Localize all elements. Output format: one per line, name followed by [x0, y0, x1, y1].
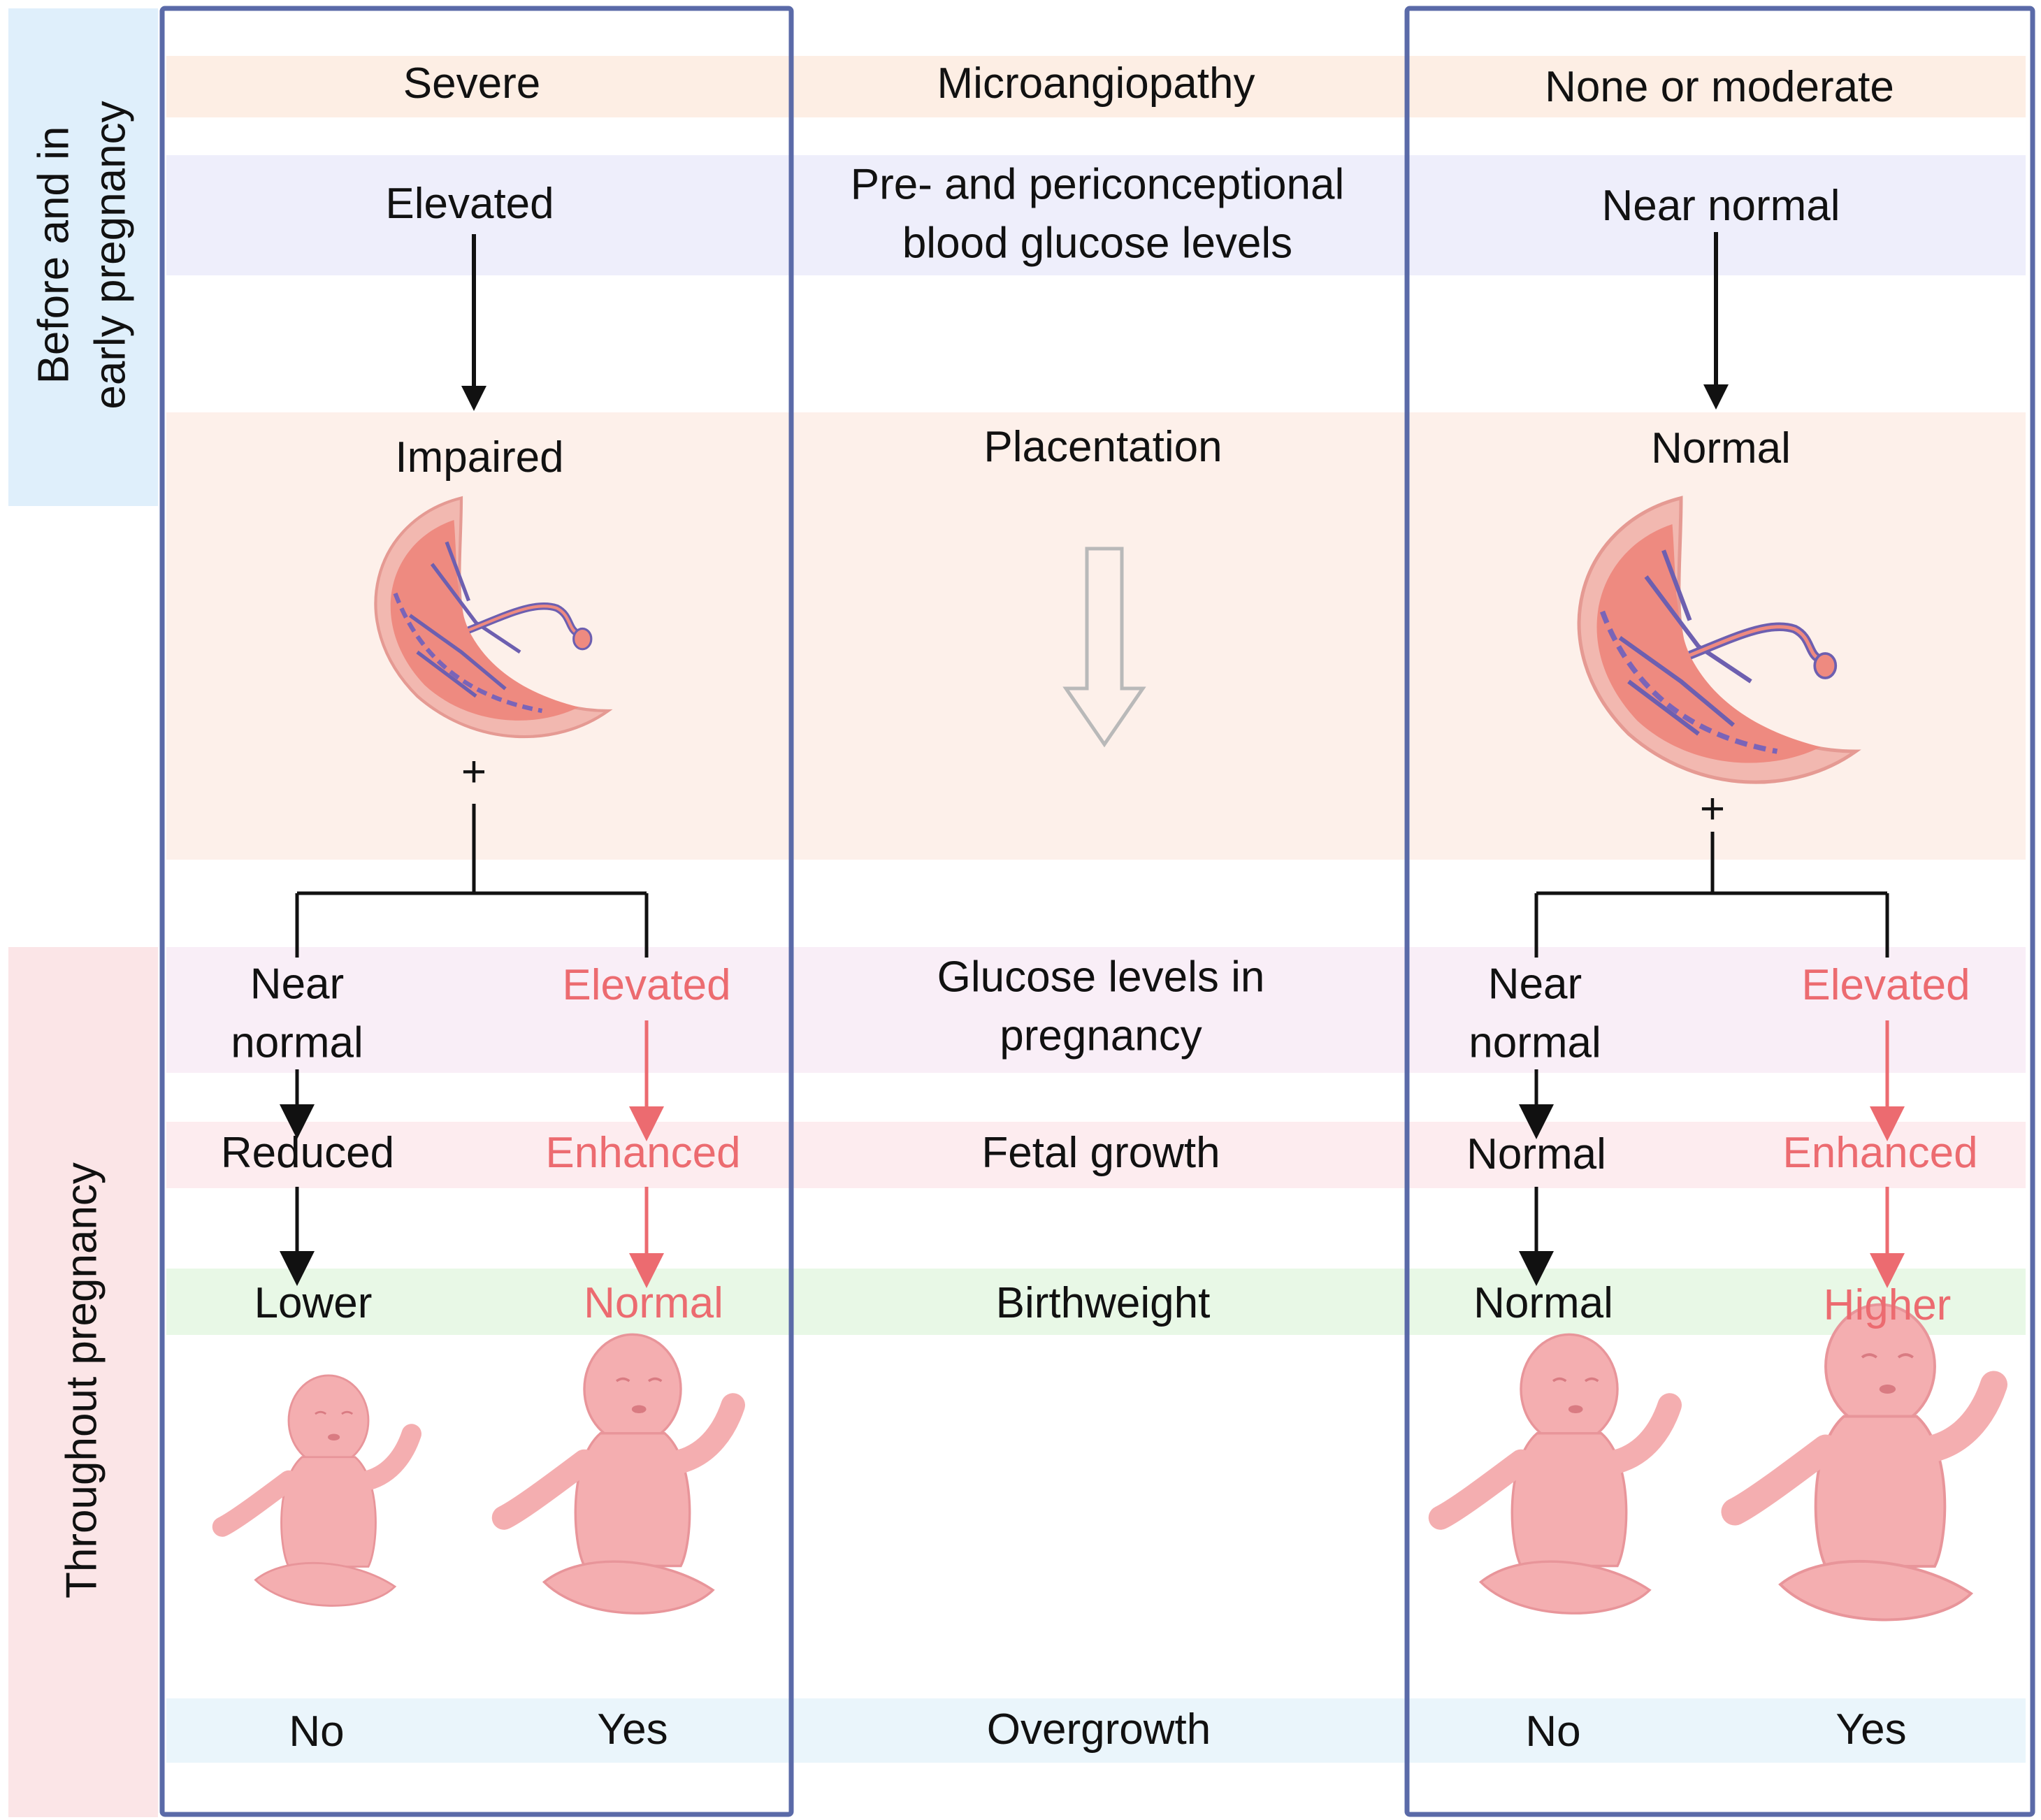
side-label-before: Before and in early pregnancy: [29, 101, 134, 410]
left-a-overgrowth: No: [289, 1707, 345, 1756]
left-glucose: Elevated: [385, 180, 554, 229]
side-band-throughout: [8, 947, 158, 1817]
center-glucose-pregnancy: Glucose levels in pregnancy: [937, 953, 1265, 1060]
left-b-overgrowth: Yes: [597, 1705, 668, 1754]
right-b-overgrowth: Yes: [1836, 1705, 1907, 1754]
right-a-glucose: Near normal: [1469, 960, 1601, 1067]
left-b-growth: Enhanced: [545, 1129, 741, 1178]
right-a-overgrowth: No: [1525, 1707, 1581, 1756]
right-placentation: Normal: [1651, 424, 1791, 473]
left-a-birthweight: Lower: [254, 1279, 373, 1328]
side-band-before: [8, 8, 158, 506]
right-a-growth: Normal: [1466, 1130, 1606, 1179]
baby-right-yes-icon: [1735, 1305, 1994, 1620]
right-a-birthweight: Normal: [1473, 1279, 1613, 1328]
band-birthweight: [166, 1269, 2026, 1335]
right-glucose: Near normal: [1601, 182, 1840, 231]
center-microangiopathy: Microangiopathy: [937, 59, 1255, 108]
band-microangiopathy: [166, 56, 2026, 117]
placentation-hollow-arrow: [1062, 547, 1146, 748]
baby-left-no-icon: [222, 1375, 412, 1606]
center-fetal-growth: Fetal growth: [981, 1129, 1220, 1178]
right-b-birthweight: Higher: [1823, 1281, 1952, 1330]
right-plus-sign: +: [1699, 785, 1726, 834]
baby-right-no-icon: [1441, 1334, 1670, 1613]
center-overgrowth: Overgrowth: [986, 1705, 1211, 1754]
right-microangiopathy: None or moderate: [1545, 63, 1894, 112]
right-b-growth: Enhanced: [1782, 1129, 1978, 1178]
band-overgrowth: [166, 1698, 2026, 1763]
left-plus-sign: +: [461, 748, 487, 797]
band-fetal-growth: [166, 1122, 2026, 1188]
left-a-glucose: Near normal: [231, 960, 363, 1067]
left-panel-border: [159, 6, 794, 1817]
center-glucose-pre: Pre- and periconceptional blood glucose …: [850, 160, 1345, 267]
center-birthweight: Birthweight: [995, 1279, 1211, 1328]
band-placentation: [166, 412, 2026, 860]
right-b-glucose: Elevated: [1801, 961, 1970, 1010]
left-microangiopathy: Severe: [403, 59, 541, 108]
baby-left-yes-icon: [504, 1334, 733, 1613]
left-b-glucose: Elevated: [562, 961, 731, 1010]
left-b-birthweight: Normal: [584, 1279, 723, 1328]
center-placentation: Placentation: [983, 423, 1223, 472]
left-placentation: Impaired: [395, 433, 564, 482]
right-panel-border: [1404, 6, 2035, 1817]
side-label-throughout: Throughout pregnancy: [57, 1162, 106, 1598]
band-glucose-pregnancy: [166, 947, 2026, 1073]
left-a-growth: Reduced: [220, 1129, 395, 1178]
